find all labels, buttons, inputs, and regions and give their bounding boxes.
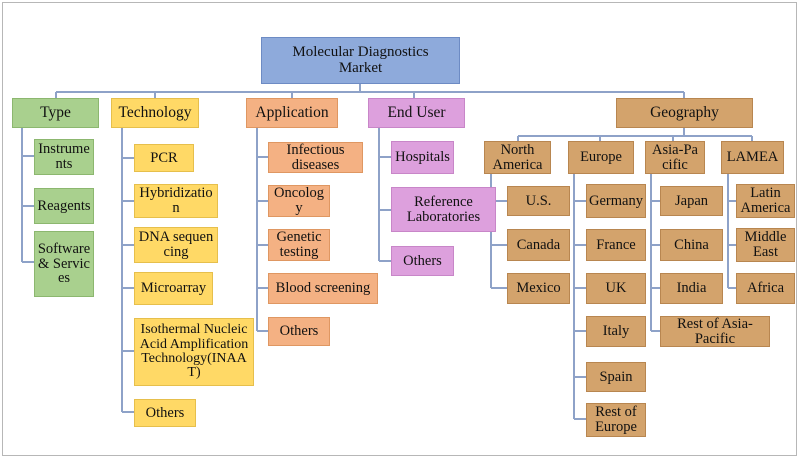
category-type: Type <box>12 98 99 128</box>
application-item-infectious-diseases: Infectious diseases <box>268 142 363 173</box>
category-application: Application <box>246 98 338 128</box>
lamea-item-africa: Africa <box>736 273 795 304</box>
technology-item-pcr: PCR <box>134 144 194 172</box>
application-item-genetic-testing: Genetic testing <box>268 229 330 261</box>
region-north-america: North America <box>484 141 551 174</box>
north-america-item-mexico: Mexico <box>507 273 570 304</box>
technology-item-microarray: Microarray <box>134 272 213 305</box>
end-user-item-others: Others <box>391 246 454 276</box>
lamea-item-latin-america: Latin America <box>736 184 795 218</box>
europe-item-france: France <box>586 229 646 261</box>
asia-pacific-item-japan: Japan <box>660 186 723 216</box>
lamea-item-middle-east: Middle East <box>736 228 795 262</box>
application-item-oncology: Oncology <box>268 185 330 217</box>
technology-item-inaat: Isothermal Nucleic Acid Amplification Te… <box>134 318 254 386</box>
region-europe: Europe <box>568 141 634 174</box>
region-asia-pacific: Asia-Pacific <box>645 141 705 174</box>
europe-item-uk: UK <box>586 273 646 304</box>
category-geography: Geography <box>616 98 753 128</box>
europe-item-rest-of-europe: Rest of Europe <box>586 403 646 437</box>
europe-item-spain: Spain <box>586 362 646 392</box>
category-technology: Technology <box>111 98 199 128</box>
technology-item-dna-sequencing: DNA sequencing <box>134 227 218 263</box>
end-user-item-reference-laboratories: Reference Laboratories <box>391 187 496 232</box>
category-end-user: End User <box>368 98 465 128</box>
north-america-item-canada: Canada <box>507 229 570 261</box>
type-item-software-services: Software & Services <box>34 231 94 297</box>
type-item-reagents: Reagents <box>34 188 94 224</box>
end-user-item-hospitals: Hospitals <box>391 141 454 174</box>
europe-item-italy: Italy <box>586 316 646 347</box>
region-lamea: LAMEA <box>721 141 784 174</box>
technology-item-hybridization: Hybridization <box>134 184 218 218</box>
north-america-item-us: U.S. <box>507 186 570 216</box>
root-node: Molecular Diagnostics Market <box>261 37 460 84</box>
technology-item-others: Others <box>134 399 196 427</box>
asia-pacific-item-rest-of-asia-pacific: Rest of Asia-Pacific <box>660 316 770 347</box>
application-item-others: Others <box>268 317 330 346</box>
europe-item-germany: Germany <box>586 184 646 218</box>
asia-pacific-item-china: China <box>660 229 723 261</box>
application-item-blood-screening: Blood screening <box>268 273 378 304</box>
type-item-instruments: Instruments <box>34 139 94 175</box>
asia-pacific-item-india: India <box>660 273 723 304</box>
